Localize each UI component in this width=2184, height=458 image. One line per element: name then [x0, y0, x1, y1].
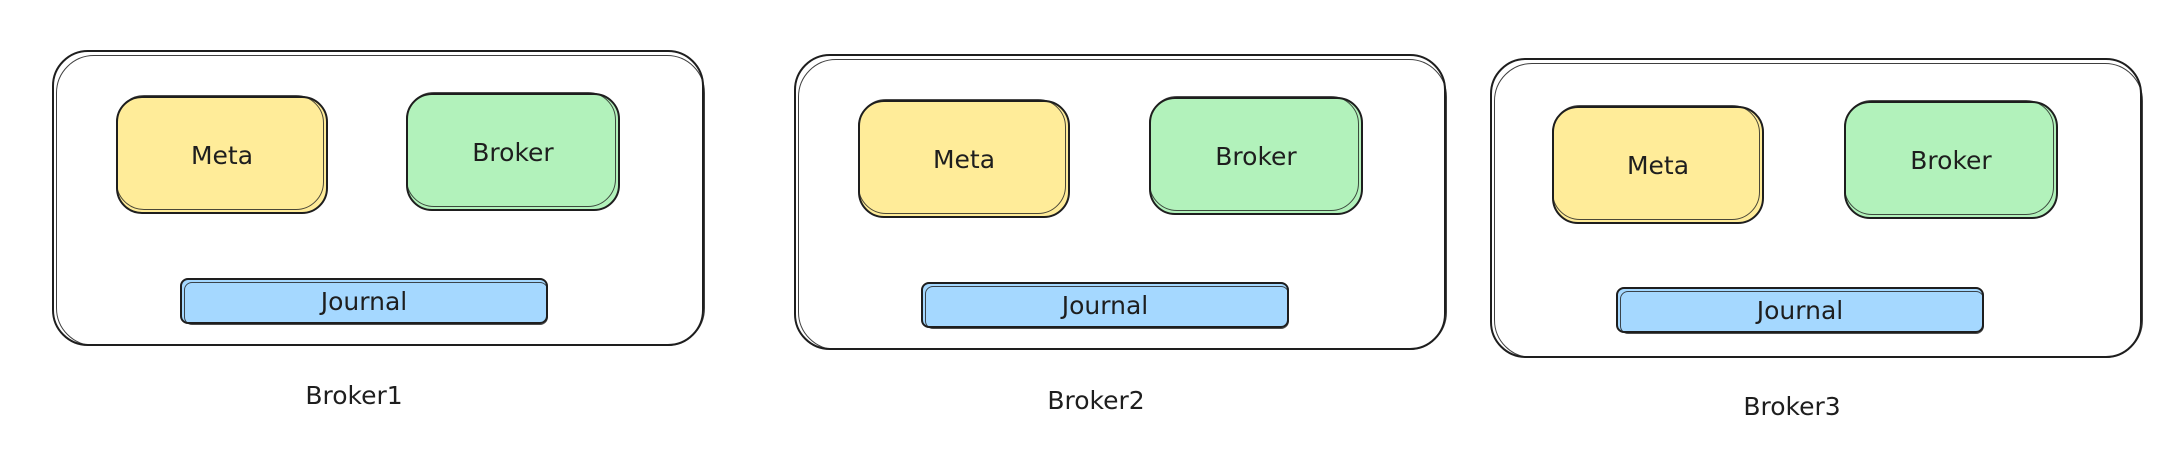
broker3-journal-bar: Journal	[1616, 287, 1984, 334]
broker3-broker-box: Broker	[1844, 100, 2058, 219]
broker3-journal-label: Journal	[1756, 295, 1844, 325]
broker1-meta-box: Meta	[116, 95, 328, 214]
broker1-journal-bar: Journal	[180, 278, 548, 325]
broker3-meta-label: Meta	[1626, 150, 1690, 180]
broker1-container	[52, 50, 705, 346]
broker1-meta-label: Meta	[190, 140, 254, 170]
broker1-broker-box: Broker	[406, 92, 620, 211]
broker3-caption: Broker3	[1743, 392, 1841, 421]
broker1-journal-label: Journal	[320, 286, 408, 316]
broker2-caption: Broker2	[1047, 386, 1145, 415]
broker2-container	[794, 54, 1447, 350]
broker3-broker-label: Broker	[1910, 145, 1992, 175]
broker2-journal-bar: Journal	[921, 282, 1289, 329]
broker2-broker-label: Broker	[1215, 141, 1297, 171]
broker1-caption: Broker1	[305, 381, 403, 410]
broker3-meta-box: Meta	[1552, 105, 1764, 224]
broker2-broker-box: Broker	[1149, 96, 1363, 215]
broker2-journal-label: Journal	[1061, 290, 1149, 320]
broker2-meta-label: Meta	[932, 144, 996, 174]
broker1-broker-label: Broker	[472, 137, 554, 167]
broker2-meta-box: Meta	[858, 99, 1070, 218]
broker3-container	[1490, 58, 2143, 358]
